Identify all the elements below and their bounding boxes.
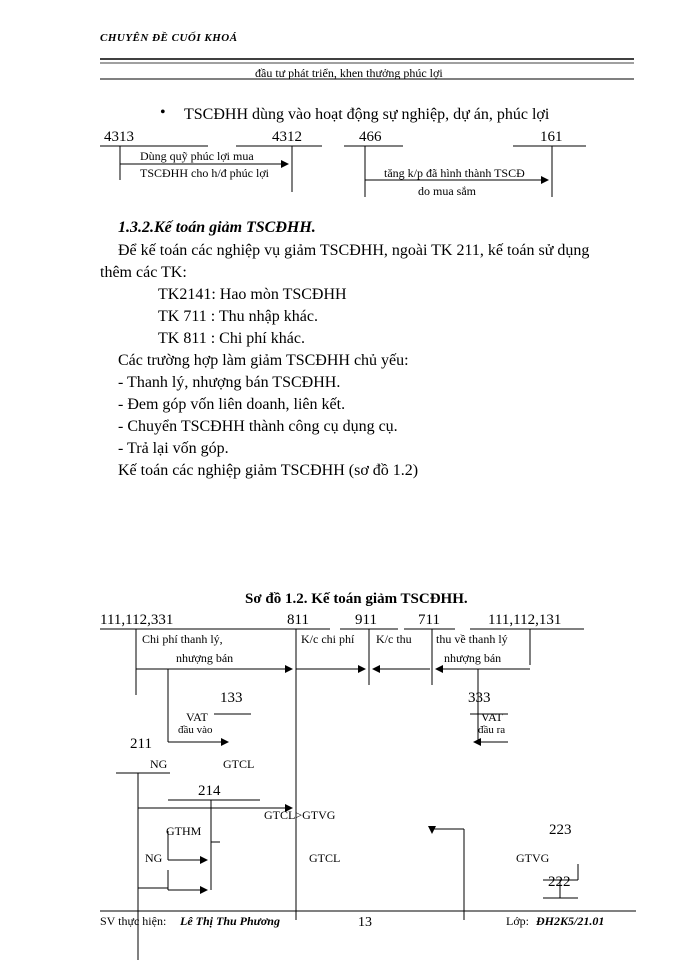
account-4312: 4312 [272,129,302,145]
label-nhuong-ban-left: nhượng bán [176,651,234,665]
entry-label-left-1: Dùng quỹ phúc lợi mua [140,149,254,163]
label-ng-2: NG [145,851,163,865]
label-kc-thu: K/c thu [376,632,412,646]
case-item: - Chuyển TSCĐHH thành công cụ dụng cụ. [118,418,398,435]
diagram-title: Sơ đồ 1.2. Kế toán giảm TSCĐHH. [245,591,468,607]
entry-label-left-2: TSCĐHH cho h/đ phúc lợi [140,166,270,180]
label-kc-chi-phi: K/c chi phí [301,632,355,646]
footer-student-name: Lê Thị Thu Phương [180,914,280,928]
entry-label-right-1: tăng k/p đã hình thành TSCĐ [384,166,525,180]
account-811: 811 [287,612,309,628]
account-911: 911 [355,612,377,628]
account-333: 333 [468,690,491,706]
diagram-reference: Kế toán các nghiệp giảm TSCĐHH (sơ đồ 1.… [118,462,419,479]
account-111-left: 111,112,331 [100,612,174,628]
vat-left-sub: đầu vào [178,724,213,736]
label-ng: NG [150,757,168,771]
entry-label-right-2: do mua sắm [418,184,476,198]
paragraph-1b: thêm các TK: [100,264,187,281]
label-gthm: GTHM [166,824,202,838]
account-466: 466 [359,129,382,145]
footer-student-label: SV thực hiện: [100,914,167,928]
account-111-right: 111,112,131 [488,612,562,628]
label-nhuong-ban-right: nhượng bán [444,651,502,665]
tk-list-item: TK 811 : Chi phí khác. [158,330,305,347]
account-214: 214 [198,783,221,799]
cases-intro: Các trường hợp làm giảm TSCĐHH chủ yếu: [118,352,409,369]
account-133: 133 [220,690,243,706]
case-item: - Thanh lý, nhượng bán TSCĐHH. [118,374,341,391]
account-222: 222 [548,874,571,890]
case-item: - Trả lại vốn góp. [118,440,229,457]
label-gtvg: GTVG [516,851,550,865]
bullet-text: TSCĐHH dùng vào hoạt động sự nghiệp, dự … [184,106,550,123]
label-gtcl-gtvg: GTCL>GTVG [264,808,336,822]
label-gtcl-2: GTCL [309,851,341,865]
page-header-title: CHUYÊN ĐỀ CUỐI KHOÁ [100,32,238,44]
section-heading: 1.3.2.Kế toán giảm TSCĐHH. [118,219,316,236]
tk-list-item: TK 711 : Thu nhập khác. [158,308,318,325]
label-thu-ve: thu về thanh lý [436,632,508,646]
account-223: 223 [549,822,572,838]
account-4313: 4313 [104,129,134,145]
label-gtcl: GTCL [223,757,255,771]
footer-class-value: ĐH2K5/21.01 [536,914,605,928]
account-211: 211 [130,736,152,752]
vat-right-sub: đầu ra [478,724,506,736]
account-711: 711 [418,612,440,628]
tk-list-item: TK2141: Hao mòn TSCĐHH [158,286,347,303]
bullet-icon: • [160,104,166,121]
paragraph-1: Để kế toán các nghiệp vụ giảm TSCĐHH, ng… [118,242,590,259]
footer-class-label: Lớp: [506,914,530,928]
header-subline: đầu tư phát triển, khen thưởng phúc lợi [255,66,443,80]
case-item: - Đem góp vốn liên doanh, liên kết. [118,396,346,413]
label-chi-phi: Chi phí thanh lý, [142,632,223,646]
account-161: 161 [540,129,563,145]
vat-left-label: VAT [186,710,208,724]
footer-page-number: 13 [358,915,372,930]
